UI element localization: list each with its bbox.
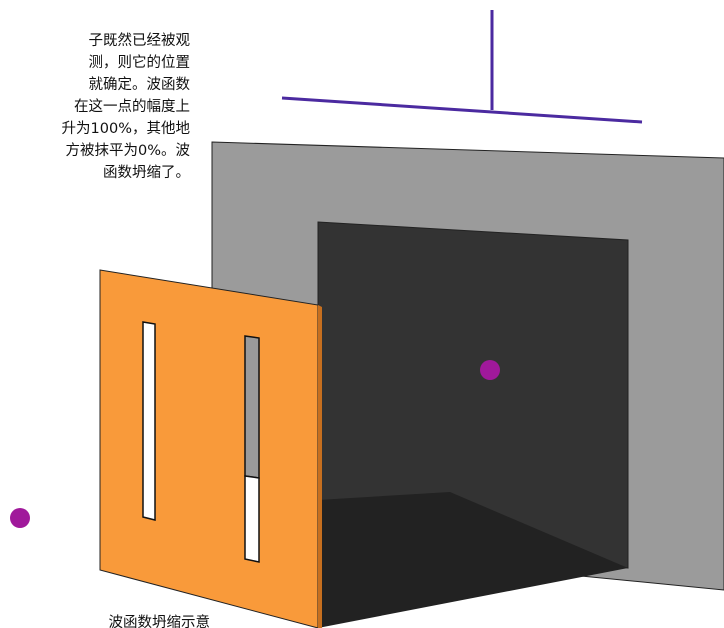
slit-plate bbox=[99, 269, 319, 628]
wave-axis-horizontal bbox=[281, 96, 643, 124]
apparatus-floor bbox=[318, 492, 628, 628]
slit-plate-edge bbox=[318, 305, 322, 628]
right-slit-open-part bbox=[244, 475, 260, 563]
caption-line: 函数坍缩了。 bbox=[103, 165, 190, 181]
caption-line: 升为100%，其他地 bbox=[61, 121, 190, 137]
caption-line: 就确定。波函数 bbox=[88, 77, 191, 93]
caption-line: 子既然已经被观 bbox=[88, 33, 191, 49]
bottom-caption: 波函数坍缩示意 bbox=[108, 615, 211, 628]
caption-line: 测，则它的位置 bbox=[88, 55, 191, 71]
caption-line: 方被抹平为0%。波 bbox=[65, 143, 190, 159]
particle-on-screen bbox=[480, 360, 500, 380]
incoming-particle bbox=[10, 508, 30, 528]
right-slit-closed-part bbox=[244, 335, 260, 479]
explanation-text: 子既然已经被观 测，则它的位置 就确定。波函数 在这一点的幅度上 升为100%，… bbox=[0, 30, 190, 184]
caption-line: 在这一点的幅度上 bbox=[74, 99, 190, 115]
left-slit bbox=[142, 321, 156, 521]
